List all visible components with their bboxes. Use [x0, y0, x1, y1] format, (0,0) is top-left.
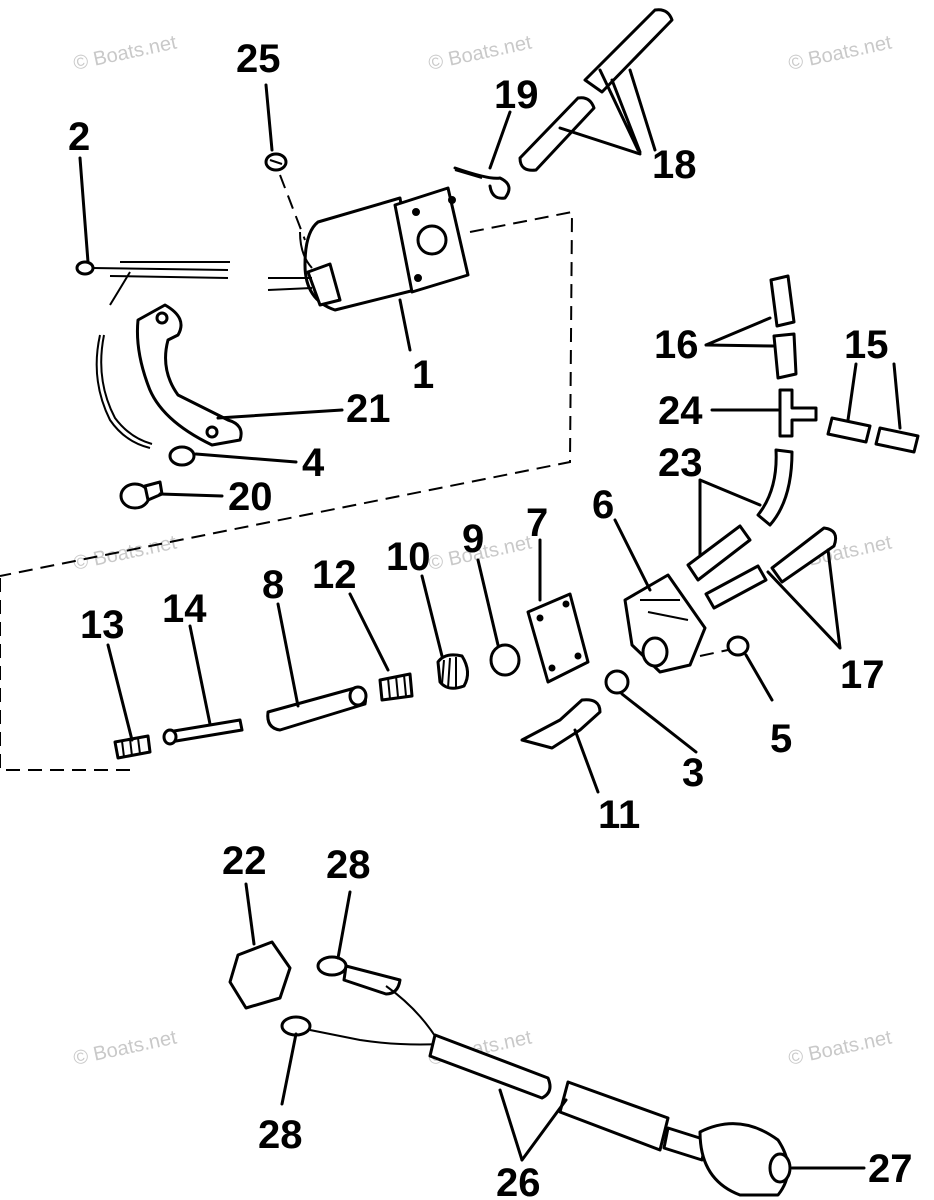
callout-11: 11 [598, 793, 640, 837]
callout-10: 10 [386, 535, 431, 579]
watermark: © Boats.net [71, 1026, 179, 1069]
spring-13 [113, 734, 152, 760]
callout-24: 24 [658, 389, 703, 433]
washer-3 [604, 669, 630, 695]
callout-6: 6 [592, 483, 614, 527]
screw-25 [264, 152, 306, 241]
hoses-18 [518, 8, 674, 172]
leader-lines [78, 68, 902, 1170]
callout-28-lower: 28 [258, 1113, 303, 1157]
hoses-17 [704, 526, 838, 610]
hoses-15 [826, 416, 920, 454]
bracket-21 [135, 303, 243, 447]
disc-9 [489, 643, 521, 677]
wire-2 [75, 260, 230, 306]
plunger-8 [266, 685, 368, 732]
watermark: © Boats.net [426, 31, 534, 74]
callout-20: 20 [228, 475, 273, 519]
callout-21: 21 [346, 387, 391, 431]
callout-17: 17 [840, 653, 885, 697]
callout-5: 5 [770, 717, 792, 761]
pump-6 [623, 573, 707, 674]
clip-19 [453, 166, 511, 200]
watermark: © Boats.net [786, 1026, 894, 1069]
callout-28-upper: 28 [326, 843, 371, 887]
callout-16: 16 [654, 323, 699, 367]
callout-23: 23 [658, 441, 703, 485]
callout-22: 22 [222, 839, 267, 883]
callout-1: 1 [412, 353, 434, 397]
hoses-23 [686, 448, 794, 582]
callout-18: 18 [652, 143, 697, 187]
callout-labels: 1 2 3 4 5 6 7 8 9 10 11 12 13 14 15 16 1… [68, 37, 913, 1200]
lever-11 [520, 698, 602, 750]
callout-19: 19 [494, 73, 539, 117]
callout-3: 3 [682, 751, 704, 795]
nut-22 [228, 940, 292, 1010]
spring-12 [378, 672, 414, 702]
callout-25: 25 [236, 37, 281, 81]
callout-13: 13 [80, 603, 125, 647]
terminal-28-upper [316, 955, 348, 977]
solenoid [267, 186, 470, 312]
callout-4: 4 [302, 441, 325, 485]
hoses-16 [769, 274, 798, 380]
assembly-boundary [0, 210, 574, 771]
watermark: © Boats.net [71, 31, 179, 74]
callout-8: 8 [262, 563, 284, 607]
callout-27: 27 [868, 1147, 913, 1191]
watermark: © Boats.net [71, 531, 179, 574]
tee-24 [778, 388, 818, 438]
watermark: © Boats.net [786, 31, 894, 74]
callout-14: 14 [162, 587, 207, 631]
callout-12: 12 [312, 553, 357, 597]
pin-14 [162, 718, 244, 746]
callout-9: 9 [462, 517, 484, 561]
callout-26: 26 [496, 1161, 541, 1200]
screw-20 [119, 480, 164, 510]
callout-15: 15 [844, 323, 889, 367]
callout-2: 2 [68, 115, 90, 159]
bearing-10 [436, 653, 469, 690]
terminal-28-lower [280, 1015, 312, 1037]
harness-26 [309, 964, 670, 1152]
sensor-27 [662, 1122, 792, 1197]
gasket-7 [526, 592, 590, 684]
wire-4 [95, 334, 196, 467]
screw-5 [699, 635, 750, 657]
callout-7: 7 [526, 501, 548, 545]
